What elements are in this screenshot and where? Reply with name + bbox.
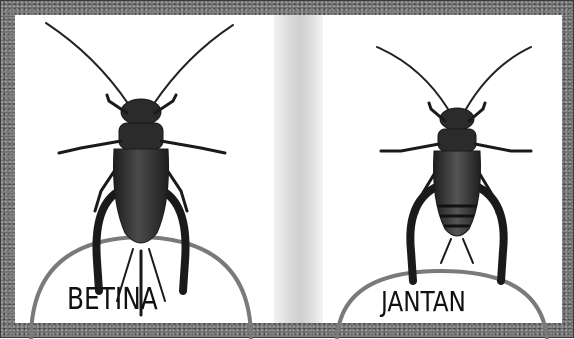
female-label: BETINA: [67, 285, 158, 315]
cricket-male-icon: [377, 47, 531, 281]
male-label: JANTAN: [381, 288, 466, 316]
cricket-female-icon: [46, 23, 233, 315]
